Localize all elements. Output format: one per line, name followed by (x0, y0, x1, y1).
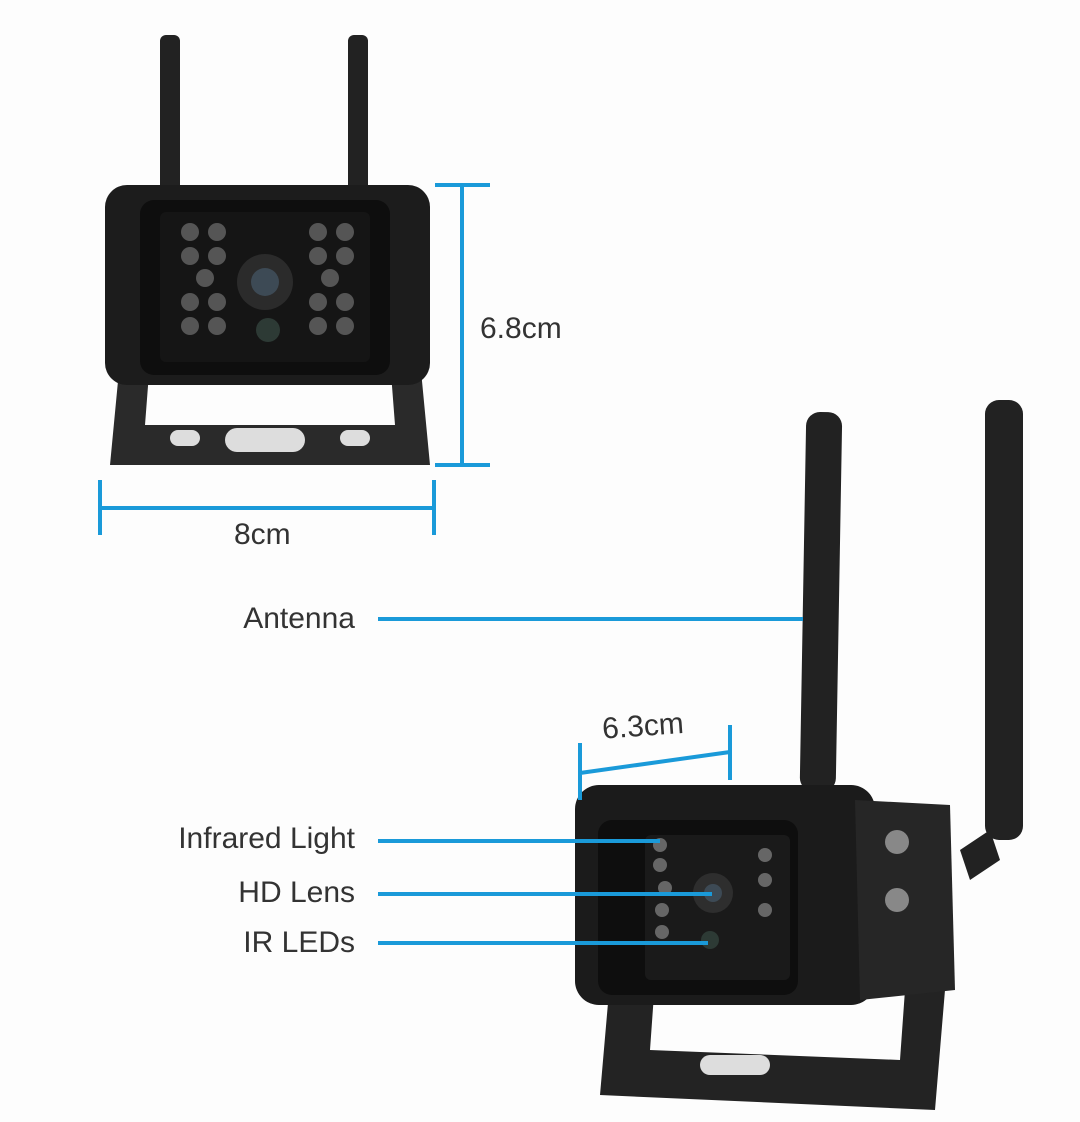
side-camera-view (575, 400, 1023, 1110)
front-camera-view (105, 35, 430, 465)
height-label: 6.8cm (480, 312, 562, 345)
antenna-right (348, 35, 368, 195)
antenna-1 (799, 411, 843, 793)
callout-leds: IR LEDs (243, 926, 708, 959)
callout-lens: HD Lens (238, 876, 712, 909)
antenna-label: Antenna (243, 602, 355, 635)
antenna-2 (985, 400, 1023, 840)
lens-label: HD Lens (238, 876, 355, 909)
height-dimension: 6.8cm (435, 183, 562, 467)
side-bracket (600, 980, 945, 1110)
callout-infrared: Infrared Light (178, 822, 660, 855)
depth-dimension: 6.3cm (578, 707, 732, 800)
infrared-label: Infrared Light (178, 822, 355, 855)
antenna-left (160, 35, 180, 195)
width-dimension: 8cm (98, 480, 436, 551)
depth-label: 6.3cm (601, 707, 685, 746)
callout-antenna: Antenna (243, 602, 803, 635)
width-label: 8cm (234, 518, 291, 551)
leds-label: IR LEDs (243, 926, 355, 959)
